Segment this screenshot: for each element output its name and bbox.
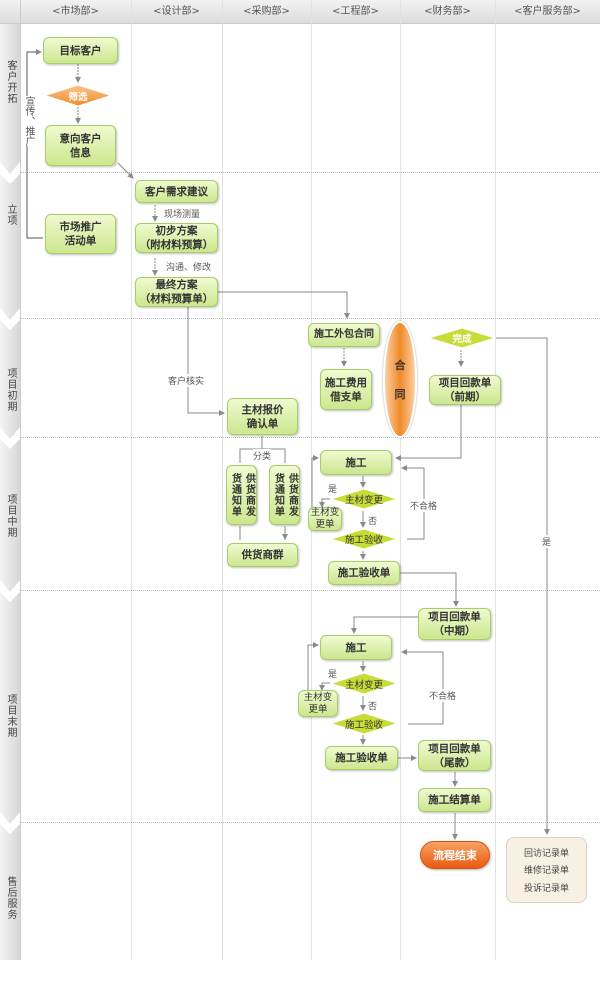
phase-middle: 项目中期 bbox=[5, 494, 16, 538]
lane-divider bbox=[495, 0, 496, 960]
lane-divider bbox=[400, 0, 401, 960]
node-material-quote[interactable]: 主材报价 确认单 bbox=[227, 398, 298, 435]
node-material-change-decision[interactable]: 主材变更 bbox=[330, 672, 398, 695]
node-supplier-notice[interactable]: 供货商发 货通知单 bbox=[269, 465, 300, 525]
phase-divider bbox=[20, 590, 600, 591]
node-payment-mid[interactable]: 项目回款单 （中期） bbox=[418, 608, 491, 640]
node-supplier-notice[interactable]: 供货商发 货通知单 bbox=[226, 465, 257, 525]
node-preliminary-plan[interactable]: 初步方案 （附材料预算） bbox=[135, 223, 218, 253]
filter-label: 筛选 bbox=[68, 91, 88, 103]
node-construction[interactable]: 施工 bbox=[320, 635, 392, 660]
node-inspection-form[interactable]: 施工验收单 bbox=[328, 561, 400, 585]
service-record-item: 回访记录单 bbox=[523, 849, 569, 860]
node-service-records[interactable]: 回访记录单 维修记录单 投诉记录单 bbox=[506, 837, 587, 903]
node-material-change-form[interactable]: 主材变 更单 bbox=[308, 507, 342, 531]
service-record-item: 投诉记录单 bbox=[523, 883, 569, 894]
label-yes: 是 bbox=[542, 535, 552, 548]
node-settlement[interactable]: 施工结算单 bbox=[418, 788, 491, 812]
phase-late: 项目末期 bbox=[5, 694, 16, 738]
node-process-end[interactable]: 流程结束 bbox=[420, 841, 490, 869]
lane-divider bbox=[131, 0, 132, 960]
decision-label: 施工验收 bbox=[344, 535, 383, 546]
label-yes: 是 bbox=[328, 485, 338, 495]
dept-customer-service: <客户服务部> bbox=[514, 6, 581, 17]
decision-label: 施工验收 bbox=[344, 719, 383, 731]
node-customer-demand[interactable]: 客户需求建议 bbox=[135, 180, 218, 203]
complete-label: 完成 bbox=[452, 334, 472, 345]
node-promo-activity[interactable]: 市场推广 活动单 bbox=[45, 214, 116, 254]
phase-divider bbox=[20, 437, 600, 438]
phase-bar bbox=[0, 24, 20, 960]
phase-divider bbox=[20, 822, 600, 823]
label-yes: 是 bbox=[328, 670, 338, 680]
node-target-customer[interactable]: 目标客户 bbox=[43, 37, 118, 64]
label-communicate: 沟通、修改 bbox=[166, 263, 212, 273]
decision-label: 主材变更 bbox=[344, 495, 383, 506]
label-no: 否 bbox=[368, 702, 378, 712]
node-filter-decision[interactable]: 筛选 bbox=[44, 84, 112, 107]
dept-purchase: <采购部> bbox=[243, 6, 290, 17]
dept-design: <设计部> bbox=[153, 6, 200, 17]
decision-label: 主材变更 bbox=[344, 679, 383, 691]
node-material-change-form[interactable]: 主材变 更单 bbox=[298, 690, 338, 717]
dept-engineering: <工程部> bbox=[332, 6, 379, 17]
node-final-plan[interactable]: 最终方案 （材料预算单） bbox=[135, 277, 218, 307]
contract-char: 合 bbox=[394, 359, 406, 373]
node-payment-final[interactable]: 项目回款单 （尾款） bbox=[418, 740, 491, 771]
phase-divider bbox=[20, 172, 600, 173]
node-material-change-decision[interactable]: 主材变更 bbox=[330, 488, 398, 510]
service-record-item: 维修记录单 bbox=[523, 866, 569, 877]
phase-customer-development: 客户开拓 bbox=[5, 60, 16, 104]
phase-early: 项目初期 bbox=[5, 368, 16, 412]
phase-initiation: 立项 bbox=[5, 204, 16, 226]
node-construction[interactable]: 施工 bbox=[320, 450, 392, 475]
label-fail: 不合格 bbox=[429, 689, 457, 702]
node-intent-customer-info[interactable]: 意向客户 信息 bbox=[45, 125, 116, 166]
dept-finance: <财务部> bbox=[424, 6, 471, 17]
node-suppliers[interactable]: 供货商群 bbox=[227, 543, 298, 567]
lane-divider bbox=[20, 0, 21, 960]
label-fail: 不合格 bbox=[410, 499, 438, 512]
label-no: 否 bbox=[368, 517, 378, 527]
node-payment-early[interactable]: 项目回款单 （前期） bbox=[429, 375, 501, 405]
node-outsource-contract[interactable]: 施工外包合同 bbox=[308, 323, 380, 347]
phase-after-sales: 售后服务 bbox=[5, 876, 16, 920]
node-expense-loan[interactable]: 施工费用 借支单 bbox=[320, 369, 372, 410]
node-complete-decision[interactable]: 完成 bbox=[428, 327, 496, 349]
label-verify: 客户核实 bbox=[168, 374, 205, 387]
label-survey: 现场测量 bbox=[164, 210, 201, 220]
lane-divider bbox=[222, 0, 223, 960]
department-header: <市场部> <设计部> <采购部> <工程部> <财务部> <客户服务部> bbox=[0, 0, 600, 24]
node-contract[interactable]: 合 同 bbox=[383, 321, 417, 438]
phase-divider bbox=[20, 318, 600, 319]
node-inspection-decision[interactable]: 施工验收 bbox=[330, 712, 398, 735]
node-inspection-decision[interactable]: 施工验收 bbox=[330, 528, 398, 550]
label-promote: 宣传、推广 bbox=[22, 96, 34, 146]
node-inspection-form[interactable]: 施工验收单 bbox=[325, 746, 398, 770]
dept-market: <市场部> bbox=[52, 6, 99, 17]
label-classify: 分类 bbox=[253, 449, 272, 462]
contract-char: 同 bbox=[394, 387, 406, 401]
